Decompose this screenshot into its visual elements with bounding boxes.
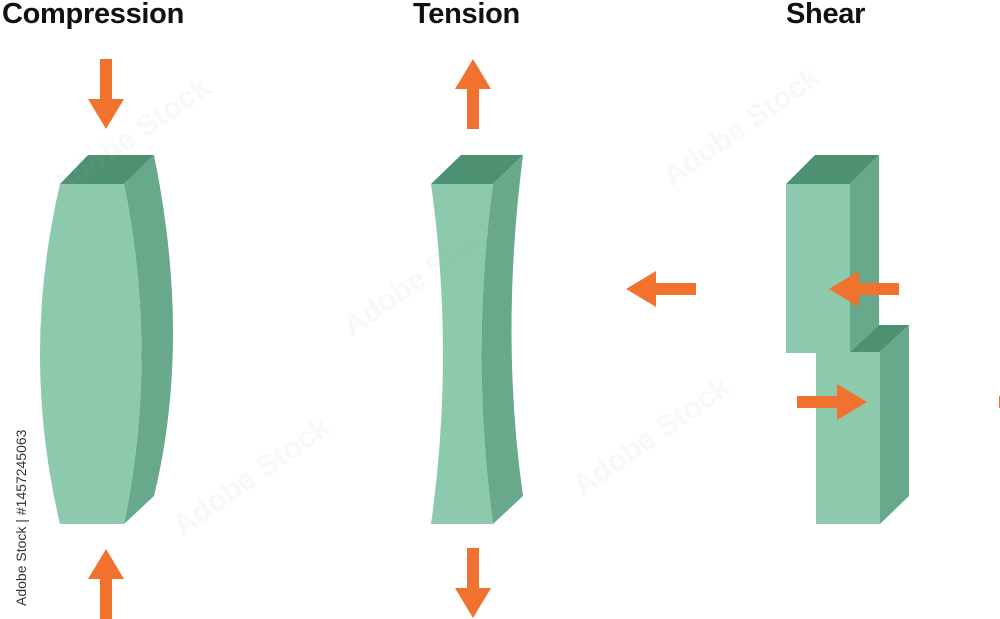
shear-lower-block bbox=[816, 325, 909, 524]
compression-block bbox=[40, 155, 173, 524]
arrow-up-icon bbox=[88, 549, 124, 619]
tension-block bbox=[431, 155, 523, 524]
shear-upper-top bbox=[786, 155, 879, 184]
shear-upper-front bbox=[786, 184, 850, 353]
compression-block-front bbox=[40, 184, 142, 524]
tension-block-side bbox=[481, 155, 523, 524]
arrow-down-icon bbox=[88, 59, 124, 129]
tension-title: Tension bbox=[413, 0, 520, 30]
arrow-left-icon bbox=[626, 271, 696, 307]
compression-group bbox=[40, 59, 173, 619]
tension-block-top bbox=[431, 155, 523, 184]
compression-title: Compression bbox=[2, 0, 185, 30]
stock-id-label: Adobe Stock | #1457245063 bbox=[13, 429, 29, 606]
shear-lower-front bbox=[816, 352, 880, 524]
shear-upper-block bbox=[786, 155, 879, 353]
tension-group bbox=[431, 59, 523, 618]
shear-upper-side bbox=[850, 155, 879, 352]
tension-block-front bbox=[431, 184, 493, 524]
compression-block-top bbox=[60, 155, 154, 184]
shear-group bbox=[626, 155, 1000, 524]
shear-title: Shear bbox=[786, 0, 866, 30]
shear-lower-side bbox=[880, 325, 909, 524]
compression-block-side bbox=[124, 155, 173, 524]
shear-lower-top bbox=[850, 325, 909, 352]
arrow-up-icon bbox=[455, 59, 491, 129]
arrow-down-icon bbox=[455, 548, 491, 618]
